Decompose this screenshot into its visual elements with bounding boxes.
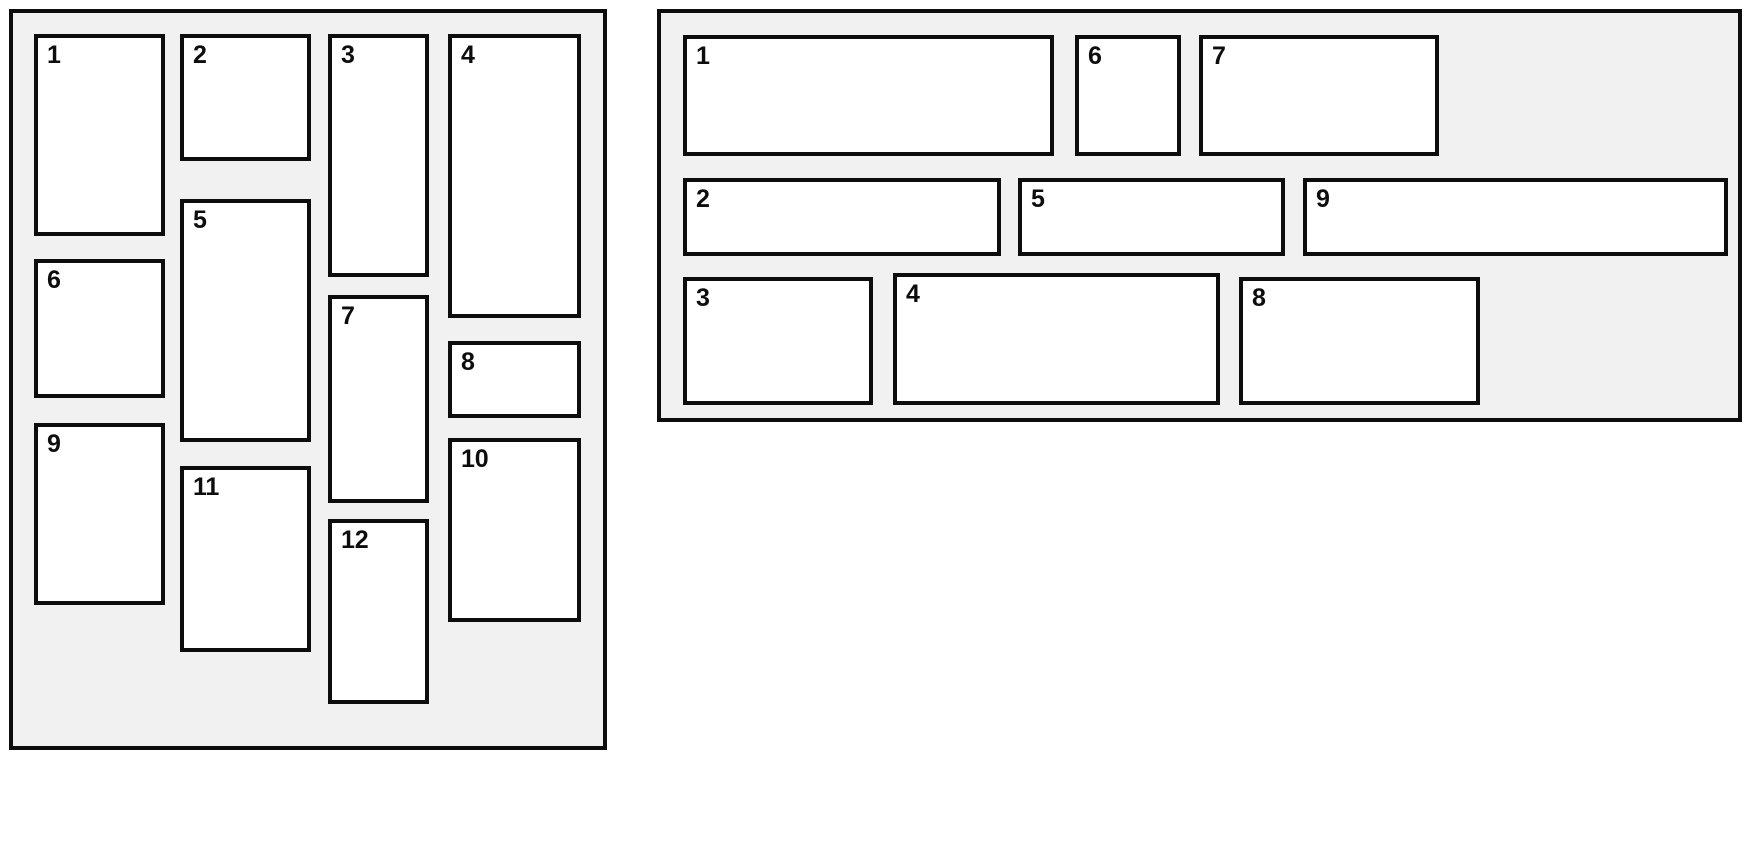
layout-box-9[interactable]: 9 (1303, 178, 1728, 256)
layout-box-label: 3 (696, 284, 710, 312)
layout-box-label: 12 (341, 526, 369, 554)
layout-box-9[interactable]: 9 (34, 423, 165, 605)
layout-box-label: 4 (906, 280, 920, 308)
layout-box-label: 9 (1316, 185, 1330, 213)
layout-box-6[interactable]: 6 (34, 259, 165, 398)
layout-box-12[interactable]: 12 (328, 519, 429, 704)
layout-box-3[interactable]: 3 (683, 277, 873, 405)
layout-box-6[interactable]: 6 (1075, 35, 1181, 156)
layout-box-label: 1 (47, 41, 61, 69)
layout-box-label: 3 (341, 41, 355, 69)
layout-box-label: 6 (47, 266, 61, 294)
layout-box-label: 7 (1212, 42, 1226, 70)
layout-box-label: 8 (1252, 284, 1266, 312)
layout-box-3[interactable]: 3 (328, 34, 429, 277)
layout-box-8[interactable]: 8 (1239, 277, 1480, 405)
layout-box-8[interactable]: 8 (448, 341, 581, 418)
layout-box-10[interactable]: 10 (448, 438, 581, 622)
layout-box-7[interactable]: 7 (328, 295, 429, 503)
layout-box-label: 8 (461, 348, 475, 376)
layout-box-label: 6 (1088, 42, 1102, 70)
layout-box-label: 2 (696, 185, 710, 213)
layout-box-11[interactable]: 11 (180, 466, 311, 652)
layout-box-5[interactable]: 5 (180, 199, 311, 442)
layout-box-4[interactable]: 4 (893, 273, 1220, 405)
layout-box-2[interactable]: 2 (180, 34, 311, 161)
layout-box-1[interactable]: 1 (34, 34, 165, 236)
layout-box-7[interactable]: 7 (1199, 35, 1439, 156)
layout-box-label: 11 (193, 473, 220, 501)
layout-box-4[interactable]: 4 (448, 34, 581, 318)
layout-box-label: 2 (193, 41, 207, 69)
layout-box-label: 5 (193, 206, 207, 234)
layout-box-5[interactable]: 5 (1018, 178, 1285, 256)
layout-box-1[interactable]: 1 (683, 35, 1054, 156)
layout-box-label: 4 (461, 41, 475, 69)
layout-box-label: 10 (461, 445, 489, 473)
layout-box-label: 7 (341, 302, 355, 330)
layout-box-2[interactable]: 2 (683, 178, 1001, 256)
layout-box-label: 9 (47, 430, 61, 458)
right-panel: 1 6 7 2 5 9 3 4 8 (657, 9, 1742, 422)
layout-box-label: 5 (1031, 185, 1045, 213)
layout-box-label: 1 (696, 42, 710, 70)
